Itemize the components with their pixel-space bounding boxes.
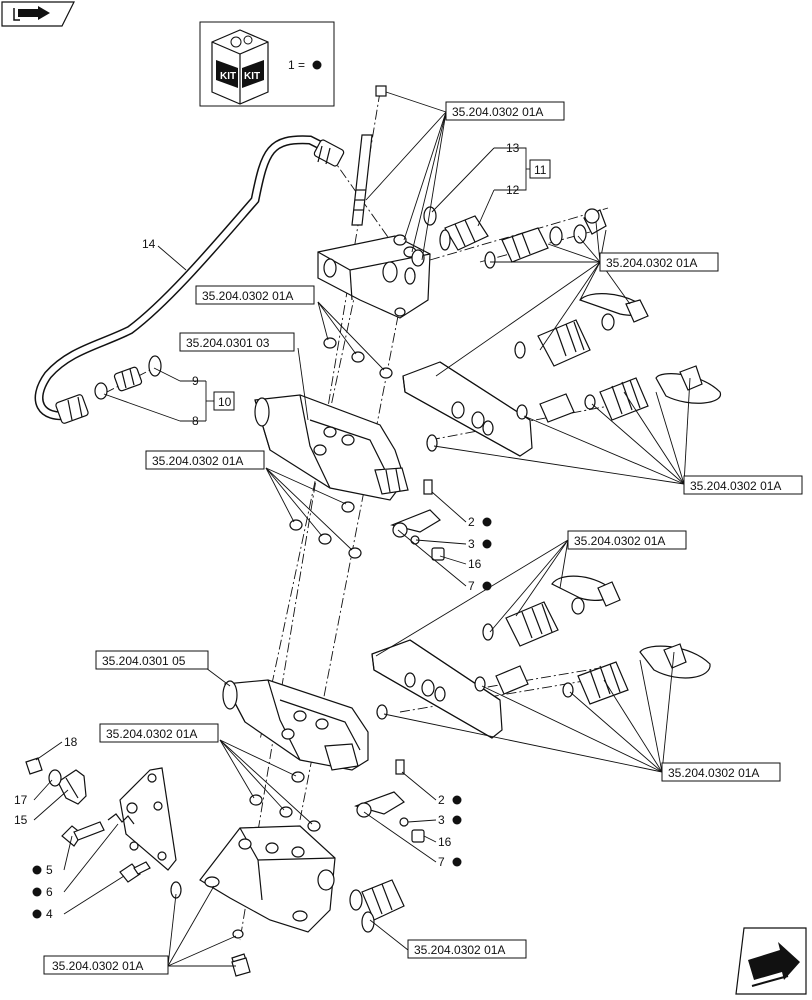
kit-badge-right: KIT <box>244 71 260 82</box>
svg-text:35.204.0302 01A: 35.204.0302 01A <box>452 105 543 119</box>
port-plug-top <box>484 208 607 269</box>
adapter-fitting-left <box>94 355 162 400</box>
kit-dot-icon <box>482 539 492 549</box>
svg-text:35.204.0301 05: 35.204.0301 05 <box>102 654 186 668</box>
svg-text:35.204.0302 01A: 35.204.0302 01A <box>574 534 665 548</box>
bolt-4 <box>119 861 151 883</box>
ref-box-5[interactable]: 35.204.0302 01A <box>683 475 803 495</box>
ref-box-7[interactable]: 35.204.0302 01A <box>567 530 687 550</box>
svg-text:35.204.0302 01A: 35.204.0302 01A <box>202 289 293 303</box>
inlet-fitting <box>439 215 489 251</box>
locknut-bottom <box>231 957 251 977</box>
ref-box-10[interactable]: 35.204.0302 01A <box>661 762 781 782</box>
bolt-5 <box>61 821 105 847</box>
ref-box-8[interactable]: 35.204.0301 05 <box>95 650 209 670</box>
label-5: 5 <box>46 863 53 877</box>
nut <box>25 757 43 775</box>
wing-nut <box>57 769 87 805</box>
label-3-upper: 3 <box>468 537 475 551</box>
control-valve-lower <box>222 679 388 771</box>
box-11: 11 <box>529 159 551 179</box>
pipe-nut-bottom <box>55 394 89 424</box>
ref-box-6[interactable]: 35.204.0302 01A <box>145 450 265 470</box>
assembly-axes <box>104 91 641 941</box>
label-2-upper: 2 <box>468 515 475 529</box>
quick-coupler-upper-b <box>516 365 721 423</box>
spring-6 <box>107 813 135 825</box>
washer <box>48 769 62 787</box>
lever-assembly-upper <box>390 479 445 561</box>
kit-dot-icon <box>32 865 42 875</box>
kit-dot-icon <box>452 795 462 805</box>
svg-text:35.204.0302 01A: 35.204.0302 01A <box>52 959 143 973</box>
seals-upper-block <box>323 337 438 452</box>
box-10: 10 <box>213 391 235 411</box>
svg-text:35.204.0302 01A: 35.204.0302 01A <box>106 727 197 741</box>
kit-dot-icon <box>32 887 42 897</box>
kit-legend-text: 1 = <box>288 58 305 72</box>
kit-legend: KIT KIT 1 = <box>199 21 335 107</box>
ref-box-2[interactable]: 35.204.0302 01A <box>599 252 719 272</box>
ref-box-12[interactable]: 35.204.0302 01A <box>43 955 169 975</box>
label-16-upper: 16 <box>468 557 482 571</box>
label-3-lower: 3 <box>438 813 445 827</box>
kit-dot-icon <box>482 581 492 591</box>
svg-text:35.204.0302 01A: 35.204.0302 01A <box>690 479 781 493</box>
svg-text:10: 10 <box>218 395 232 409</box>
upper-coupler-bracket <box>402 361 533 457</box>
label-14: 14 <box>142 237 156 251</box>
svg-text:35.204.0302 01A: 35.204.0302 01A <box>668 766 759 780</box>
kit-dot-icon <box>452 815 462 825</box>
ref-box-4[interactable]: 35.204.0301 03 <box>179 332 295 352</box>
outlet-cover <box>170 825 336 971</box>
label-13: 13 <box>506 141 520 155</box>
quick-coupler-upper-a <box>514 293 649 367</box>
label-4: 4 <box>46 907 53 921</box>
label-16-lower: 16 <box>438 835 452 849</box>
label-8: 8 <box>192 414 199 428</box>
book-arrow-icon[interactable] <box>1 1 75 27</box>
svg-text:11: 11 <box>534 163 547 177</box>
svg-text:35.204.0302 01A: 35.204.0302 01A <box>606 256 697 270</box>
quick-coupler-lower-a <box>482 575 621 647</box>
svg-text:35.204.0302 01A: 35.204.0302 01A <box>152 454 243 468</box>
label-18: 18 <box>64 735 78 749</box>
ref-box-11[interactable]: 35.204.0302 01A <box>407 939 527 959</box>
kit-dot-icon <box>482 517 492 527</box>
seals-mid <box>289 501 362 559</box>
ref-box-1[interactable]: 35.204.0302 01A <box>445 101 565 121</box>
label-6: 6 <box>46 885 53 899</box>
svg-text:35.204.0302 01A: 35.204.0302 01A <box>414 943 505 957</box>
label-15: 15 <box>14 813 28 827</box>
label-7-lower: 7 <box>438 855 445 869</box>
kit-dot-icon <box>32 909 42 919</box>
label-2-lower: 2 <box>438 793 445 807</box>
quick-coupler-lower-b <box>474 643 711 705</box>
kit-badge-left: KIT <box>220 71 236 82</box>
lever-assembly-lower <box>354 759 425 843</box>
pipe-nut-top <box>313 139 345 167</box>
kit-dot-icon <box>312 60 322 70</box>
tie-rod <box>351 85 387 226</box>
lower-coupler-bracket <box>371 639 503 739</box>
label-12: 12 <box>506 183 520 197</box>
control-valve-upper <box>254 394 409 501</box>
ref-box-9[interactable]: 35.204.0302 01A <box>99 723 219 743</box>
next-page-arrow-icon[interactable] <box>735 927 807 995</box>
inlet-seals <box>393 206 437 267</box>
hydraulic-pipe <box>34 135 345 424</box>
outlet-fitting <box>349 879 405 933</box>
kit-box-icon <box>211 29 269 105</box>
mounting-bracket <box>119 767 177 871</box>
svg-text:35.204.0301 03: 35.204.0301 03 <box>186 336 270 350</box>
ref-box-3[interactable]: 35.204.0302 01A <box>195 285 315 305</box>
label-7-upper: 7 <box>468 579 475 593</box>
label-9: 9 <box>192 374 199 388</box>
kit-dot-icon <box>452 857 462 867</box>
label-17: 17 <box>14 793 28 807</box>
leader-lines <box>33 91 691 967</box>
